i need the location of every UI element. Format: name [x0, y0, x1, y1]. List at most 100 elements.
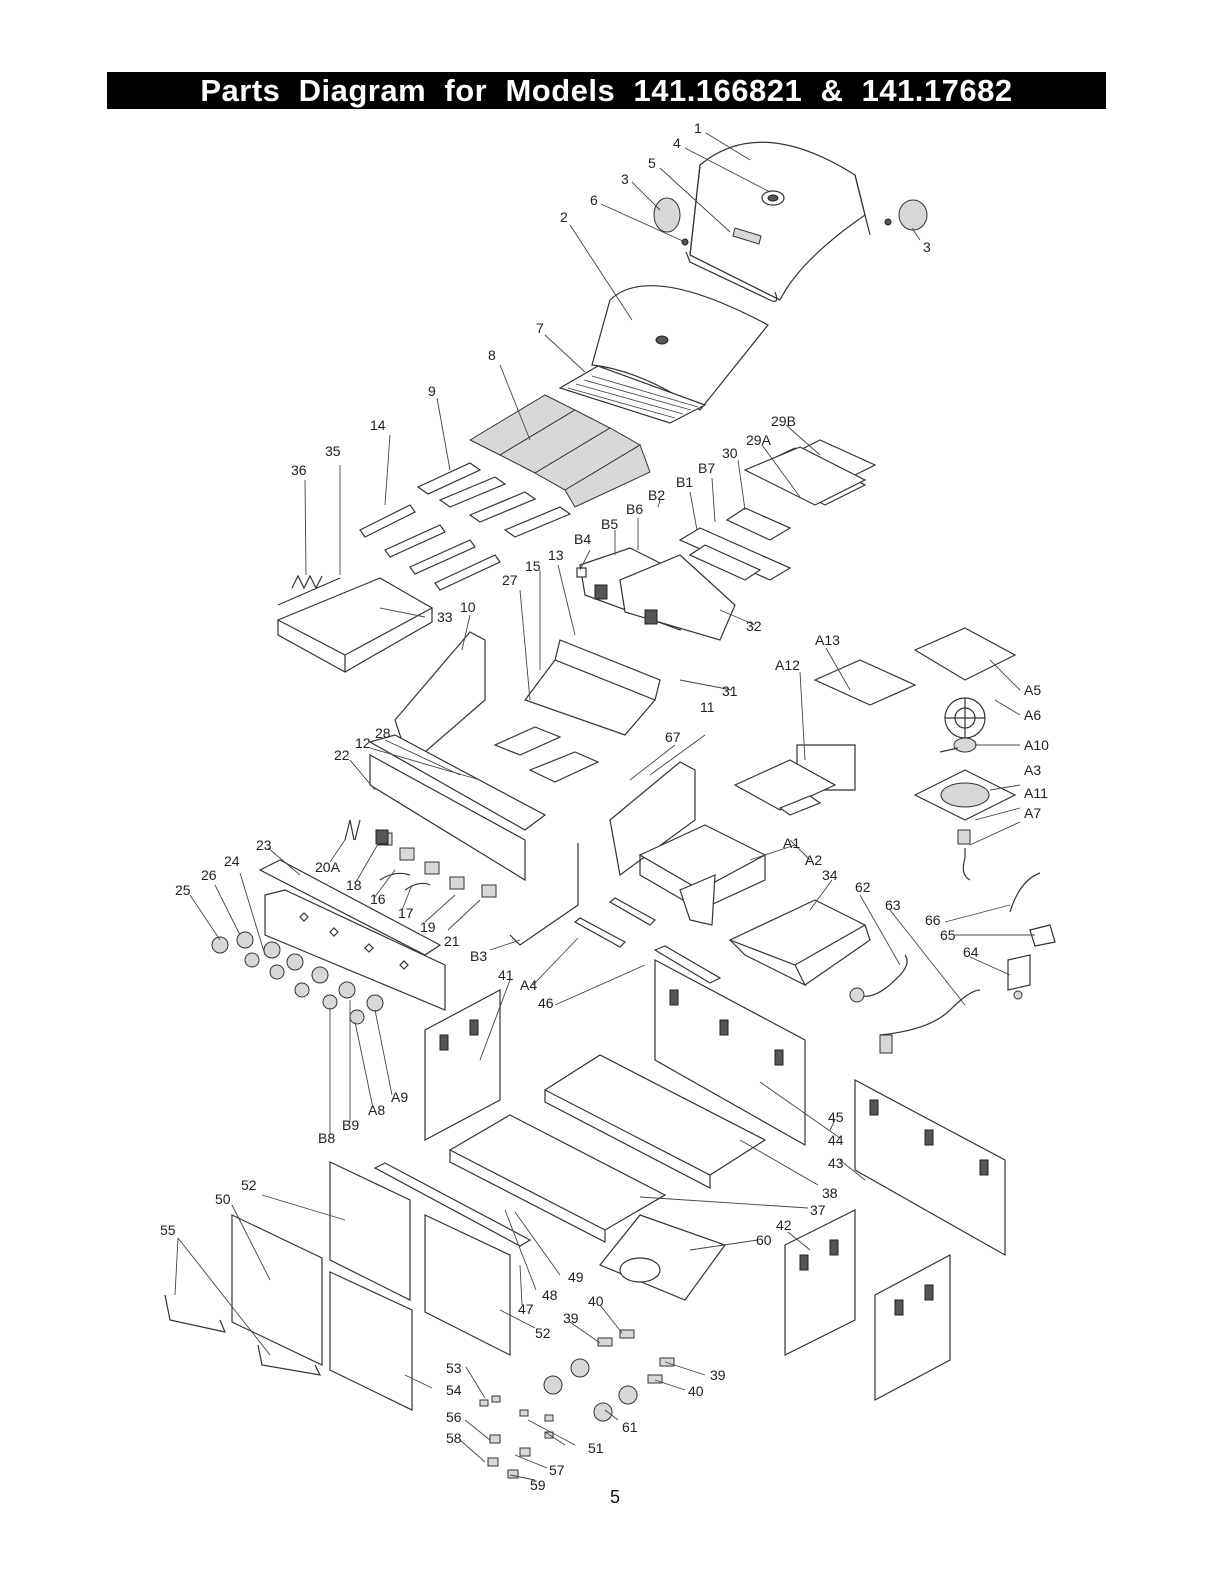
part-label-p13: 13: [548, 547, 564, 563]
part-label-p31: 31: [722, 683, 738, 699]
part-label-p16: 16: [370, 891, 386, 907]
part-label-p40a: 40: [588, 1293, 604, 1309]
part-label-p18: 18: [346, 877, 362, 893]
part-label-p54: 54: [446, 1382, 462, 1398]
part-label-p2: 2: [560, 209, 568, 225]
part-label-p32: 32: [746, 618, 762, 634]
part-label-pB1: B1: [676, 474, 693, 490]
door-handles: [164, 1294, 322, 1376]
cart-left-side-panel: [424, 989, 501, 1141]
part-label-p44: 44: [828, 1132, 844, 1148]
hose-regulator: [849, 954, 981, 1054]
part-label-p51: 51: [588, 1440, 604, 1456]
part-label-p52a: 52: [241, 1177, 257, 1193]
side-burner-igniter: [957, 829, 971, 881]
part-label-p3a: 3: [621, 171, 629, 187]
part-label-pA8: A8: [368, 1102, 385, 1118]
heat-plates: [416, 462, 572, 538]
lid-end-cap-right: [884, 199, 928, 231]
part-label-p53: 53: [446, 1360, 462, 1376]
part-label-p23: 23: [256, 837, 272, 853]
part-label-pB4: B4: [574, 531, 591, 547]
heat-deflectors: [493, 726, 600, 783]
small-bracket-b4: [576, 567, 587, 578]
part-label-p56: 56: [446, 1409, 462, 1425]
part-label-p45: 45: [828, 1109, 844, 1125]
bottom-shelf: [543, 1054, 767, 1189]
part-label-p8: 8: [488, 347, 496, 363]
part-label-p38: 38: [822, 1185, 838, 1201]
part-label-p62: 62: [855, 879, 871, 895]
part-label-p46: 46: [538, 995, 554, 1011]
side-burner-grate: [913, 627, 1017, 739]
part-label-p7: 7: [536, 320, 544, 336]
part-label-pB2: B2: [648, 487, 665, 503]
part-label-p39a: 39: [563, 1310, 579, 1326]
part-label-pA13: A13: [815, 632, 840, 648]
part-label-p50: 50: [215, 1191, 231, 1207]
part-label-p9: 9: [428, 383, 436, 399]
cart-back-panel: [654, 959, 806, 1147]
control-panel-bezel: [258, 859, 442, 956]
part-label-p60: 60: [756, 1232, 772, 1248]
firebox-bottom: [524, 639, 661, 736]
cooking-grates: [468, 394, 651, 508]
part-label-p43: 43: [828, 1155, 844, 1171]
part-label-p47: 47: [518, 1301, 534, 1317]
casters: [543, 1358, 638, 1422]
valve-bracket: [1029, 924, 1056, 947]
part-label-p41: 41: [498, 967, 514, 983]
part-label-p26: 26: [201, 867, 217, 883]
part-label-p21: 21: [444, 933, 460, 949]
part-label-pA9: A9: [391, 1089, 408, 1105]
part-label-p36: 36: [291, 462, 307, 478]
burner-tubes: [359, 504, 501, 591]
control-panel-manifold: [368, 734, 547, 882]
part-label-pB5: B5: [601, 516, 618, 532]
part-label-p67: 67: [665, 729, 681, 745]
part-label-pA10: A10: [1024, 737, 1049, 753]
leader-lines: [174, 132, 1035, 1481]
igniter-wires: [344, 819, 431, 891]
cart-floor: [448, 1114, 667, 1243]
part-label-p28: 28: [375, 725, 391, 741]
part-label-pA1: A1: [783, 835, 800, 851]
part-label-p30: 30: [722, 445, 738, 461]
part-label-pB9: B9: [342, 1117, 359, 1133]
part-label-p24: 24: [224, 853, 240, 869]
part-label-p1: 1: [694, 120, 702, 136]
firebox-back-panel: [579, 547, 736, 641]
part-label-pA6: A6: [1024, 707, 1041, 723]
door-right: [329, 1271, 413, 1411]
part-label-p35: 35: [325, 443, 341, 459]
side-burner-head: [939, 737, 977, 753]
diagram-title-banner: Parts Diagram for Models 141.166821 & 14…: [107, 72, 1106, 109]
part-label-pA12: A12: [775, 657, 800, 673]
part-label-p27: 27: [502, 572, 518, 588]
temperature-gauge: [761, 190, 785, 206]
control-panel: [264, 889, 446, 1011]
part-label-p20A: 20A: [315, 859, 341, 875]
part-label-p33: 33: [437, 609, 453, 625]
grease-cup: [725, 507, 792, 541]
part-label-p52b: 52: [535, 1325, 551, 1341]
part-label-pA2: A2: [805, 852, 822, 868]
part-label-p49: 49: [568, 1269, 584, 1285]
part-label-pA5: A5: [1024, 682, 1041, 698]
grease-rail: [678, 527, 792, 581]
part-label-p64: 64: [963, 944, 979, 960]
part-label-p15: 15: [525, 558, 541, 574]
cart-right-side-panel: [784, 1209, 856, 1356]
side-burner-lid: [276, 577, 434, 674]
cart-right-end-panel: [874, 1254, 951, 1401]
part-label-pB8: B8: [318, 1130, 335, 1146]
part-label-p12: 12: [355, 735, 371, 751]
part-label-p22: 22: [334, 747, 350, 763]
side-burner-bowl: [913, 769, 1017, 821]
page-number: 5: [609, 1487, 620, 1507]
lid-end-cap-left: [653, 197, 689, 246]
part-label-p39b: 39: [710, 1367, 726, 1383]
part-label-pB3: B3: [470, 948, 487, 964]
part-label-p5: 5: [648, 155, 656, 171]
part-label-p34: 34: [822, 867, 838, 883]
